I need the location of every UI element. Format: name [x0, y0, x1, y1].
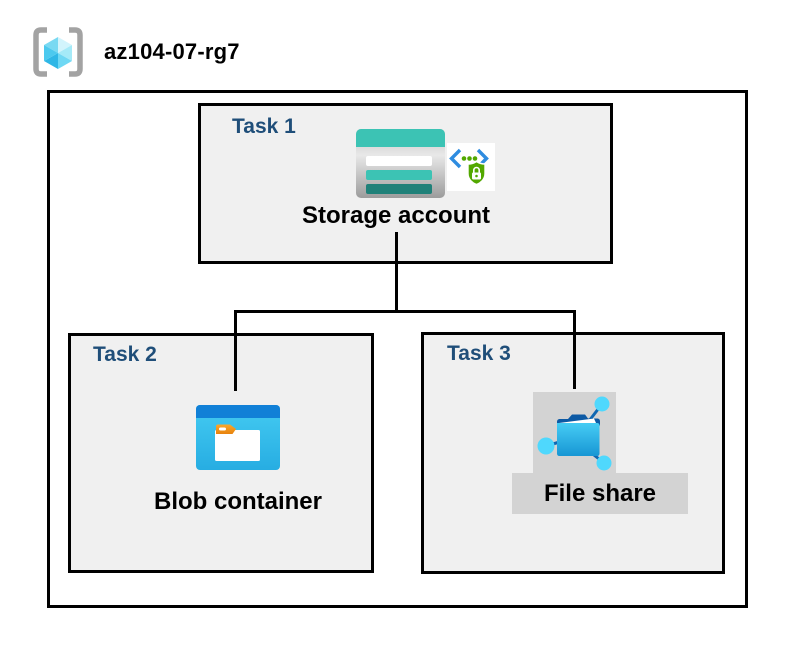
secure-code-shield-icon — [447, 143, 495, 191]
task3-label: Task 3 — [447, 342, 511, 365]
task1-label: Task 1 — [232, 115, 296, 138]
storage-account-label: Storage account — [301, 202, 491, 229]
file-share-icon — [537, 396, 612, 471]
storage-account-icon — [356, 129, 445, 198]
resource-group-icon — [30, 24, 86, 80]
file-share-highlight — [533, 392, 616, 473]
connector-horizontal — [234, 310, 576, 313]
connector-branch-left — [234, 310, 237, 391]
file-share-label-highlight: File share — [512, 473, 688, 514]
blob-container-icon — [196, 405, 280, 470]
connector-branch-right — [573, 310, 576, 389]
connector-trunk — [395, 232, 398, 313]
task1-box: Task 1 — [198, 103, 613, 264]
file-share-label: File share — [543, 480, 657, 507]
task2-box: Task 2 Blob — [68, 333, 374, 573]
task2-label: Task 2 — [93, 343, 157, 366]
resource-group-title: az104-07-rg7 — [104, 39, 240, 64]
blob-container-label: Blob container — [153, 488, 322, 515]
